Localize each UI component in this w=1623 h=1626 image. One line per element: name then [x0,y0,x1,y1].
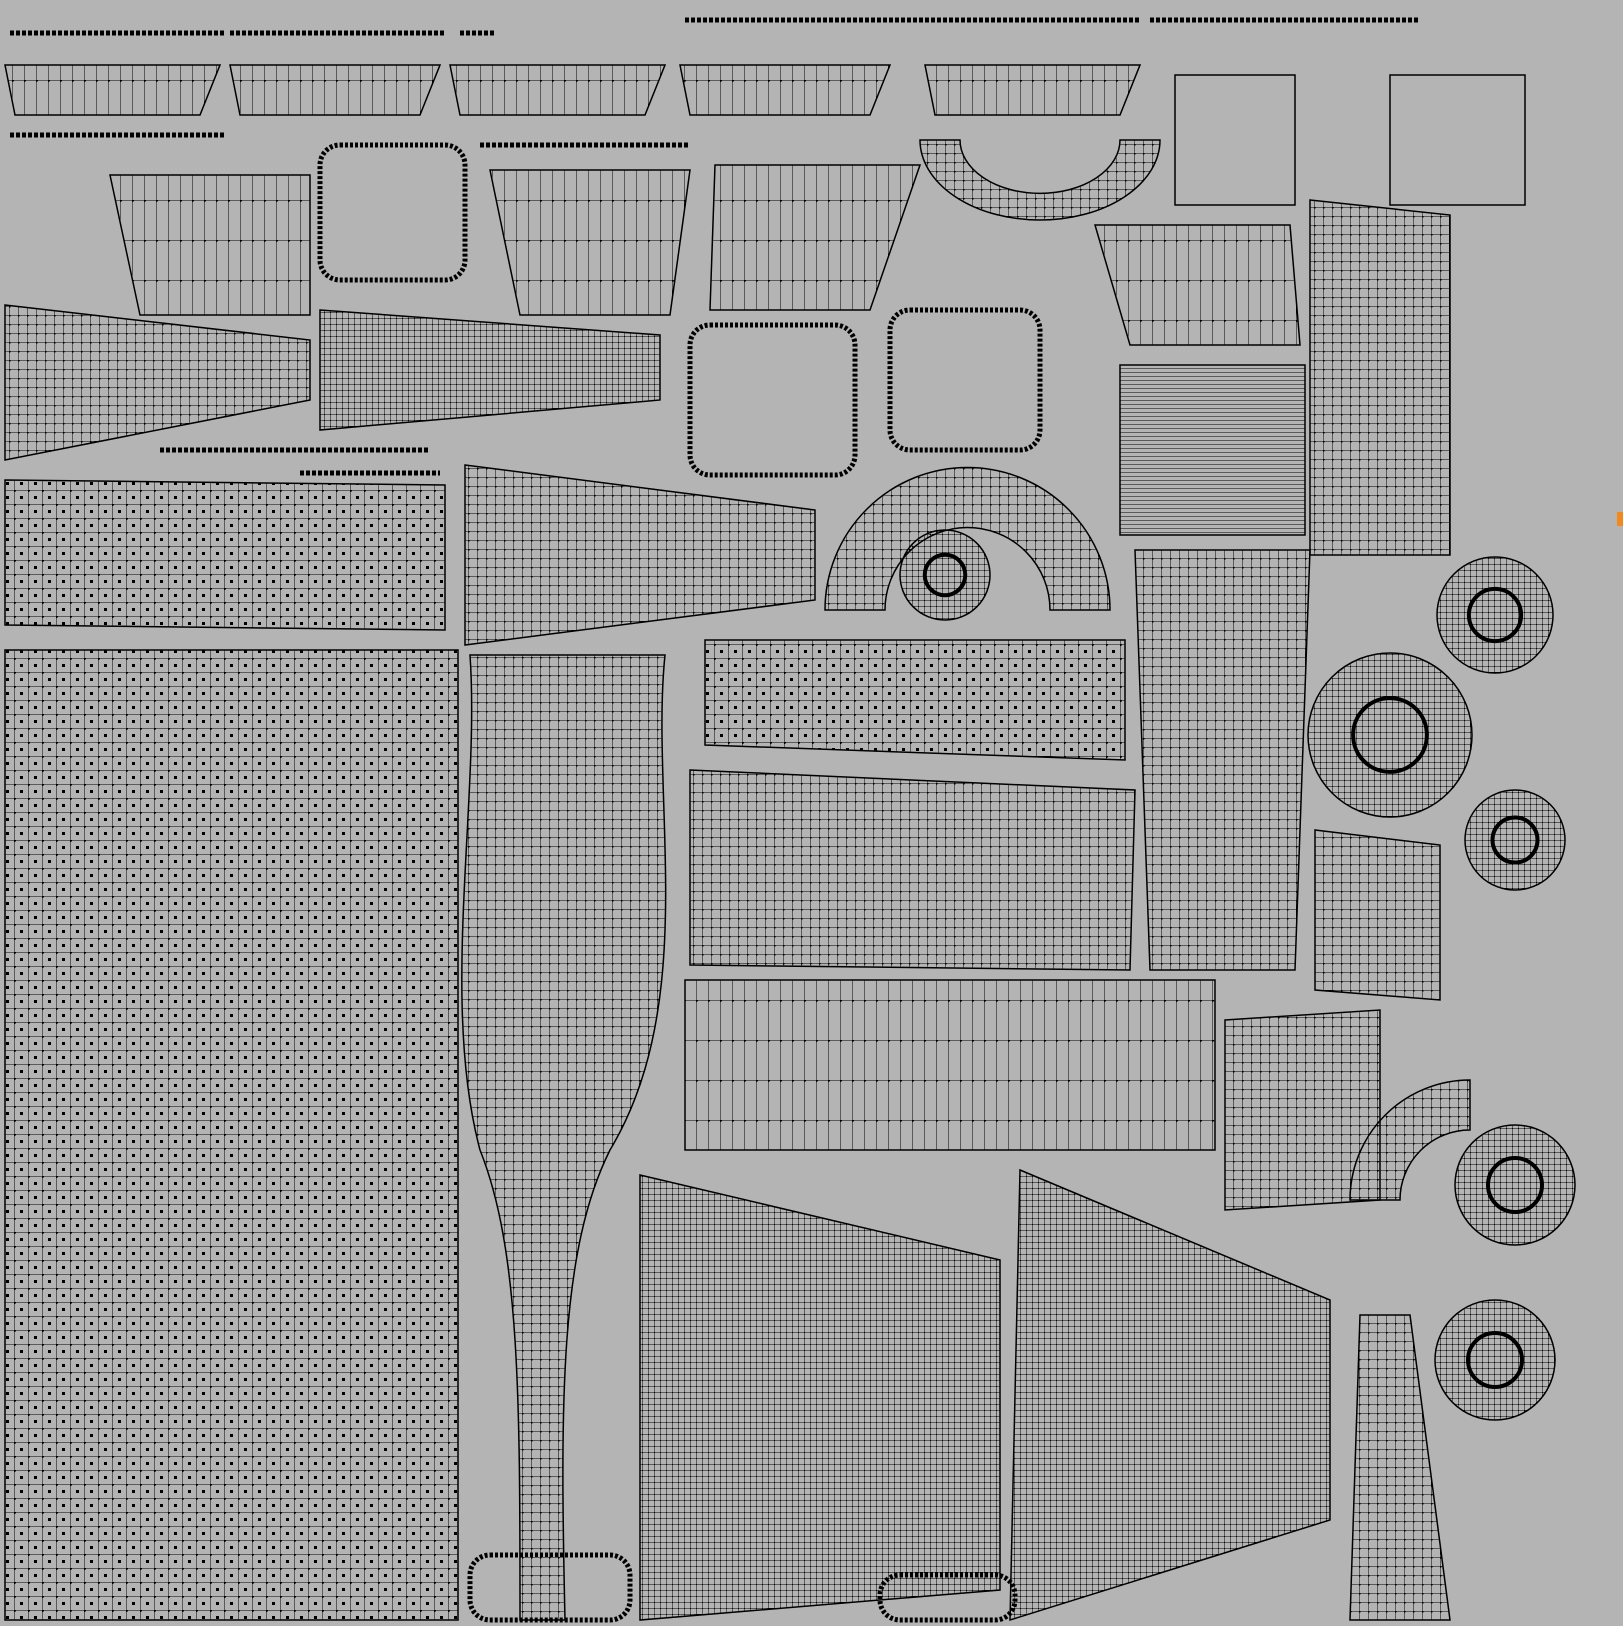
uv-island-disc-ring [1486,1156,1544,1214]
uv-island-disc [1436,556,1554,674]
uv-island-panel [704,639,1126,761]
uv-island-top-strip [924,64,1142,116]
uv-island-lined-block [1119,364,1306,536]
uv-island-disc [1307,652,1473,818]
uv-island-disc-ring [1466,1331,1524,1389]
uv-island-frame [877,1572,1018,1623]
uv-island-right-panel [1309,199,1451,556]
uv-island-top-strip [229,64,442,116]
uv-island-disc [1434,1299,1556,1421]
uv-island-frame [887,307,1043,453]
uv-island-arch-top [919,139,1161,221]
uv-island-tapered [1134,549,1311,971]
uv-island-panel [689,769,1136,971]
edge-marker [1617,512,1623,526]
uv-island-disc-ring [1490,815,1540,865]
uv-island-top-strip [679,64,892,116]
uv-island-disc [899,529,991,621]
uv-island-trapezoid [709,164,922,311]
uv-island-square [1174,74,1296,206]
uv-island-arch-right [1349,1079,1471,1201]
uv-island-trapezoid [1094,224,1301,346]
uv-island-disc-ring [1466,586,1524,644]
uv-island-frame [467,1552,633,1623]
uv-island-disc [1464,789,1566,891]
uv-island-trapezoid [489,169,691,316]
uv-island-top-strip [4,64,222,116]
uv-island-mid-panel [4,479,446,631]
uv-island-cone-dense [319,309,661,431]
uv-island-fan-left [639,1174,1001,1621]
uv-island-frame [317,142,468,283]
uv-island-long-strip [684,979,1216,1151]
uv-island-trapezoid [109,174,311,316]
uv-island-cone-mid [464,464,816,646]
uv-island-large-panel [4,649,459,1621]
uv-island-top-strip [449,64,667,116]
uv-island-disc [1454,1124,1576,1246]
uv-island-frame [687,322,858,478]
uv-island-cone-bottom [1349,1314,1451,1621]
uv-island-right-panel [1314,829,1441,1001]
uv-island-square [1389,74,1526,206]
uv-island-disc-ring [922,552,968,598]
uv-island-disc-ring [1351,696,1429,774]
uv-islands [4,17,1623,1623]
uv-island-fan-right [1009,1168,1331,1622]
uv-island-cone-left [4,304,311,461]
